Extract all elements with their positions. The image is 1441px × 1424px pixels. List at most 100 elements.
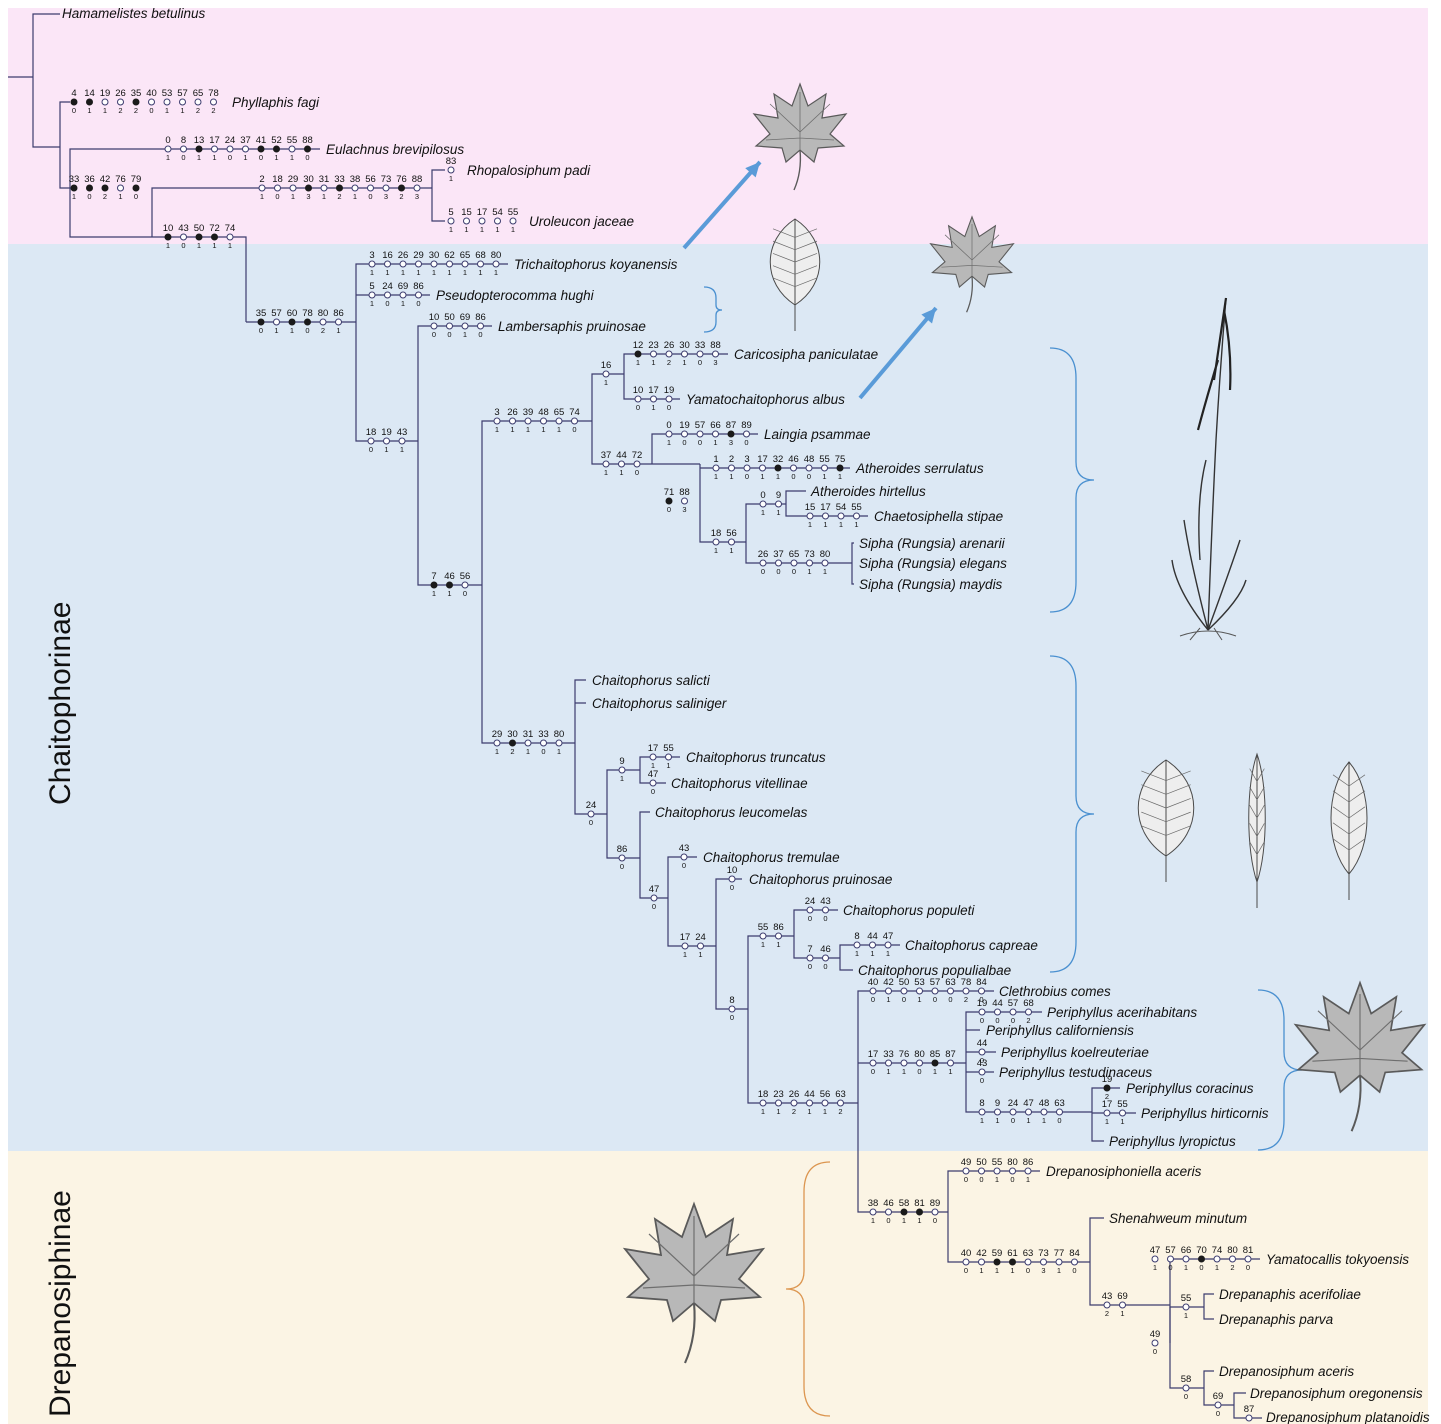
character-eulachnus-13-marker [195, 145, 203, 153]
character-eulachnus-41-marker [257, 145, 265, 153]
character-number: 44 [867, 931, 878, 942]
character-number: 3 [744, 454, 749, 465]
character-number: 65 [193, 88, 204, 99]
character-state: 1 [510, 425, 514, 434]
character-node_87-87-marker [1245, 1414, 1253, 1422]
periphyllus-node [965, 1011, 1092, 1113]
character-number: 9 [776, 490, 781, 501]
character-state: 1 [871, 1216, 875, 1225]
character-trichaitophorus-26-marker [399, 260, 407, 268]
character-clethrobius-78-marker [962, 987, 970, 995]
character-number: 56 [820, 1089, 831, 1100]
character-clethrobius-42-marker [885, 987, 892, 995]
character-number: 46 [820, 944, 831, 955]
drep-node2 [1089, 1217, 1170, 1306]
character-state: 0 [368, 192, 372, 201]
character-atheroides_serrulatus-55-marker [821, 464, 828, 472]
character-number: 38 [350, 174, 361, 185]
character-state: 2 [964, 995, 968, 1004]
character-state: 1 [353, 192, 357, 201]
character-state: 0 [463, 589, 467, 598]
character-state: 1 [449, 174, 453, 183]
character-number: 43 [397, 427, 408, 438]
character-chaito_root-78-marker [304, 318, 311, 326]
character-number: 24 [805, 896, 816, 907]
character-number: 1 [713, 454, 718, 465]
character-state: 0 [447, 330, 451, 339]
character-chaito_root-80-marker [319, 318, 327, 326]
character-number: 30 [507, 729, 518, 740]
taxon-label-drepanosiphum-platanoidis: Drepanosiphum platanoidis [1266, 1410, 1430, 1424]
character-state: 0 [744, 438, 748, 447]
character-state: 0 [1011, 1116, 1015, 1125]
character-trichaitophorus-62-marker [446, 260, 453, 268]
character-node_18_23-44-marker [806, 1099, 813, 1107]
character-state: 1 [274, 326, 278, 335]
character-phyllaphis-40-marker [148, 98, 155, 106]
character-yamatocallis-81-marker [1244, 1255, 1252, 1263]
taxon-label-periphyllus-koelreuteriae: Periphyllus koelreuteriae [1001, 1045, 1149, 1060]
character-state: 1 [807, 567, 811, 576]
leaf-vein [1141, 811, 1191, 823]
character-state: 1 [526, 747, 530, 756]
character-state: 0 [635, 468, 639, 477]
character-phyllaphis-53-marker [163, 98, 171, 106]
character-populeti-43-marker [822, 906, 829, 914]
character-number: 43 [1102, 1291, 1113, 1302]
character-number: 53 [914, 977, 925, 988]
character-state: 0 [228, 153, 232, 162]
character-number: 49 [961, 1157, 972, 1168]
character-state: 0 [698, 438, 702, 447]
character-trichaitophorus-65-marker [461, 260, 469, 268]
character-number: 56 [460, 571, 471, 582]
character-state: 0 [933, 1216, 937, 1225]
character-caricosipha-23-marker [650, 350, 657, 358]
character-number: 84 [1069, 1248, 1080, 1259]
character-periph_sub-9-marker [994, 1108, 1001, 1116]
leaf-vein [1332, 790, 1366, 803]
taxon-label-laingia-psammae: Laingia psammae [764, 427, 871, 442]
character-number: 47 [648, 769, 659, 780]
character-aphidinae-76-marker [398, 184, 405, 192]
character-state: 1 [197, 241, 201, 250]
character-node_43_69-69-marker [1119, 1301, 1126, 1309]
maple-host-bracket-drepanosiphinae [785, 1161, 831, 1417]
character-number: 55 [287, 135, 298, 146]
character-eulachnus-52-marker [273, 145, 280, 153]
character-number: 18 [272, 174, 283, 185]
leaf-vein [1332, 838, 1366, 851]
character-state: 1 [683, 950, 687, 959]
character-siphini_clade-74-marker [571, 417, 578, 425]
taxon-label-sipha-arenarii: Sipha (Rungsia) arenarii [859, 536, 1006, 551]
character-number: 57 [930, 977, 941, 988]
character-number: 74 [1212, 1245, 1223, 1256]
taxon-label-chaetosiphella-stipae: Chaetosiphella stipae [874, 509, 1003, 524]
leaf-vein [1141, 784, 1191, 795]
character-chaitophorus_clade-80-marker [555, 739, 563, 747]
character-state: 0 [745, 472, 749, 481]
character-state: 2 [1230, 1263, 1234, 1272]
character-state: 0 [791, 472, 795, 481]
character-state: 1 [478, 268, 482, 277]
character-lambersaphis-86-marker [477, 322, 484, 330]
character-number: 75 [835, 454, 846, 465]
character-state: 2 [211, 106, 215, 115]
character-number: 26 [758, 549, 769, 560]
character-state: 1 [854, 520, 858, 529]
character-number: 49 [1150, 1329, 1161, 1340]
character-state: 0 [385, 299, 389, 308]
character-number: 76 [396, 174, 407, 185]
character-number: 47 [1023, 1098, 1034, 1109]
willow-leaf-illustration [1248, 752, 1266, 908]
character-state: 1 [807, 1107, 811, 1116]
character-state: 1 [432, 268, 436, 277]
character-state: 2 [1105, 1309, 1109, 1318]
character-number: 40 [961, 1248, 972, 1259]
character-sipha-65-marker [790, 559, 798, 567]
character-number: 17 [680, 932, 691, 943]
character-number: 17 [820, 502, 831, 513]
character-aphidinae-38-marker [351, 184, 359, 192]
character-number: 58 [1181, 1374, 1192, 1385]
character-number: 54 [492, 207, 503, 218]
character-chaito_root-60-marker [288, 318, 296, 326]
